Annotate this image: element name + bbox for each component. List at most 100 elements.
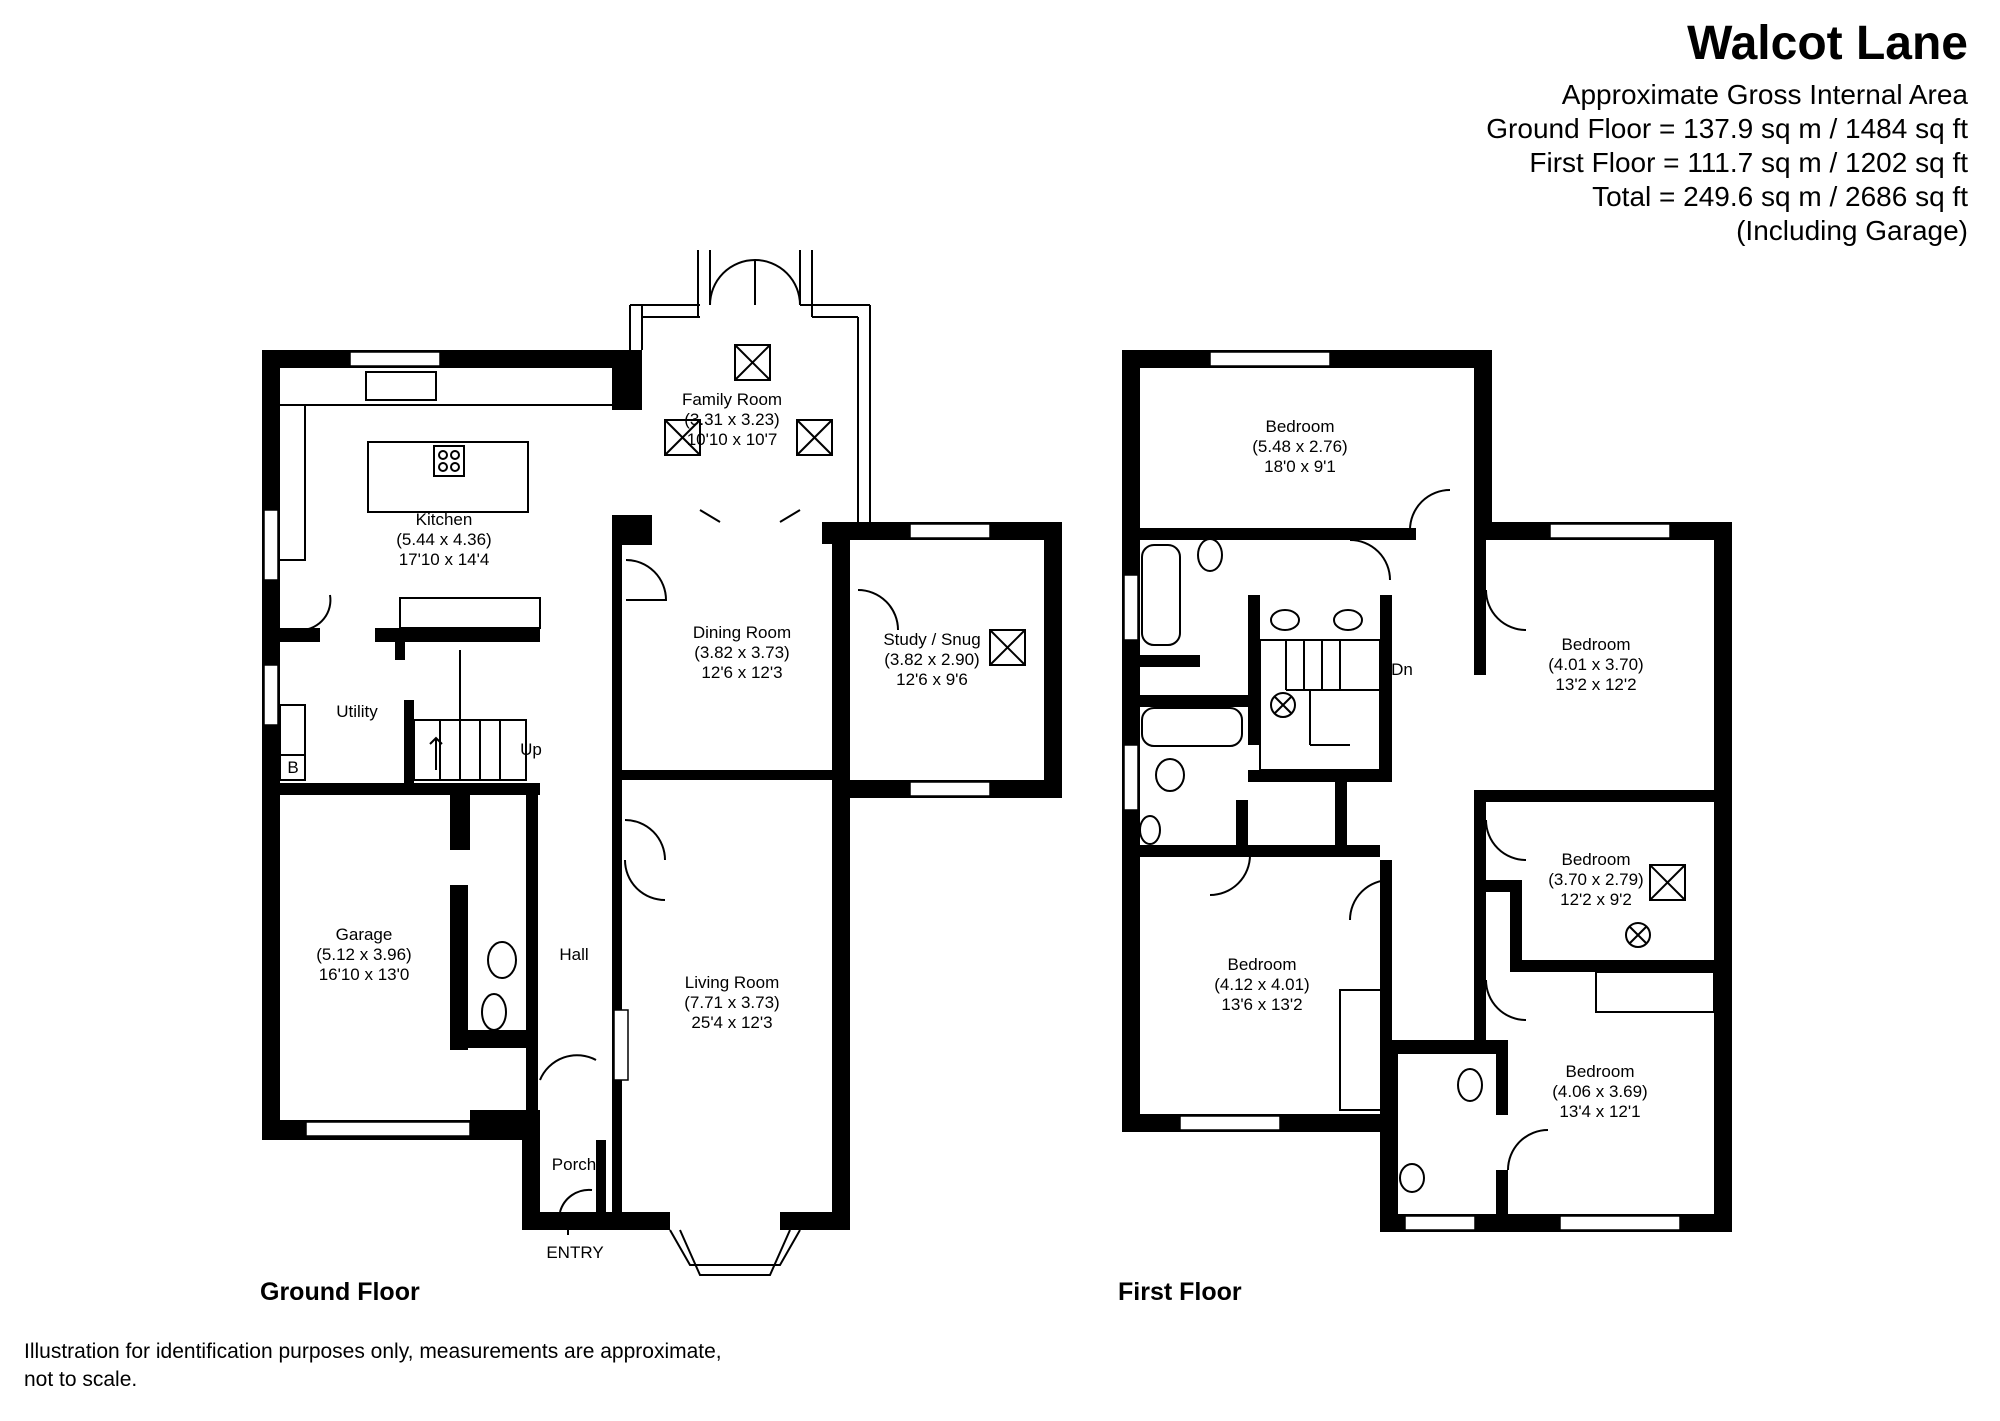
- window: [909, 523, 991, 539]
- wall: [1335, 782, 1347, 852]
- wall: [596, 1140, 606, 1220]
- first-floor-label: First Floor: [1118, 1278, 1242, 1306]
- wall: [1474, 790, 1486, 1020]
- wall: [1380, 1040, 1398, 1232]
- garage-name: Garage: [336, 925, 393, 944]
- door-swing: [857, 589, 899, 631]
- wall: [822, 522, 850, 544]
- wall: [1474, 1020, 1486, 1040]
- door-swing: [624, 819, 666, 861]
- staircase-up: [413, 650, 527, 781]
- utility-sink: [279, 704, 306, 756]
- dining-room-metric: (3.82 x 3.73): [694, 643, 789, 662]
- first-floor-plan: Bedroom (5.48 x 2.76) 18'0 x 9'1 Dn Bedr…: [1122, 350, 1732, 1232]
- bedroom-4-imperial: 13'6 x 13'2: [1221, 995, 1302, 1014]
- hob-icon: [433, 445, 465, 477]
- window: [1209, 351, 1331, 367]
- door-swing: [1485, 819, 1527, 861]
- toilet: [1155, 758, 1185, 792]
- sink: [365, 371, 437, 401]
- wall: [522, 1120, 540, 1230]
- wall: [1122, 525, 1140, 555]
- wall: [612, 770, 842, 780]
- wall: [395, 640, 405, 660]
- wall: [1236, 800, 1248, 855]
- study-metric: (3.82 x 2.90): [884, 650, 979, 669]
- door-swing: [1485, 979, 1527, 1021]
- rooflight: [796, 419, 833, 456]
- wall: [1474, 790, 1732, 802]
- door-swing: [559, 1188, 593, 1213]
- wall: [450, 1030, 530, 1048]
- wall: [1380, 860, 1392, 1040]
- bedroom-4-metric: (4.12 x 4.01): [1214, 975, 1309, 994]
- garage-imperial: 16'10 x 13'0: [319, 965, 410, 984]
- door-swing: [754, 259, 801, 306]
- wall: [262, 350, 280, 1140]
- family-room-imperial: 10'10 x 10'7: [687, 430, 778, 449]
- kitchen-metric: (5.44 x 4.36): [396, 530, 491, 549]
- wall: [1248, 770, 1392, 782]
- wall: [1510, 880, 1522, 972]
- wall: [450, 885, 468, 1050]
- wall: [280, 628, 320, 642]
- rooflight: [989, 629, 1026, 666]
- door-swing: [779, 509, 801, 523]
- door-swing: [1507, 1129, 1549, 1171]
- wall: [1496, 1040, 1508, 1115]
- wall: [1122, 350, 1140, 1132]
- fireplace: [613, 1009, 629, 1081]
- wall: [612, 540, 622, 1212]
- bathtub: [1141, 707, 1243, 747]
- wall: [1474, 535, 1486, 675]
- disclaimer-line-1: Illustration for identification purposes…: [24, 1340, 722, 1363]
- wall: [375, 628, 540, 642]
- stairs-up-label: Up: [520, 740, 542, 759]
- area-heading: Approximate Gross Internal Area: [1561, 79, 1968, 110]
- bedroom-2-metric: (4.01 x 3.70): [1548, 655, 1643, 674]
- dining-room-name: Dining Room: [693, 623, 791, 642]
- kitchen-name: Kitchen: [416, 510, 473, 529]
- family-room-name: Family Room: [682, 390, 782, 409]
- wardrobe: [1339, 989, 1386, 1111]
- bedroom-4-name: Bedroom: [1228, 955, 1297, 974]
- property-title: Walcot Lane: [1687, 17, 1968, 70]
- bedroom-1-name: Bedroom: [1266, 417, 1335, 436]
- porch-name: Porch: [552, 1155, 596, 1174]
- basin: [1399, 1163, 1425, 1193]
- wall: [1044, 522, 1062, 798]
- living-room-imperial: 25'4 x 12'3: [691, 1013, 772, 1032]
- bedroom-2-imperial: 13'2 x 12'2: [1555, 675, 1636, 694]
- study-name: Study / Snug: [883, 630, 980, 649]
- window: [263, 509, 279, 581]
- basin: [1333, 609, 1363, 631]
- garage-door: [305, 1121, 471, 1137]
- area-summary: Approximate Gross Internal Area Ground F…: [1486, 78, 1968, 248]
- door-swing: [1485, 589, 1527, 631]
- wall: [1248, 595, 1260, 745]
- door-swing: [1349, 879, 1391, 921]
- family-room-metric: (3.31 x 3.23): [684, 410, 779, 429]
- bedroom-5-metric: (4.06 x 3.69): [1552, 1082, 1647, 1101]
- bedroom-3-name: Bedroom: [1562, 850, 1631, 869]
- door-swing: [624, 859, 666, 901]
- staircase-down: [1259, 639, 1381, 771]
- wall: [1380, 595, 1392, 782]
- wall: [526, 790, 538, 1120]
- living-room-name: Living Room: [685, 973, 780, 992]
- wall: [450, 795, 470, 850]
- wall: [1714, 522, 1732, 1232]
- bedroom-1-imperial: 18'0 x 9'1: [1264, 457, 1336, 476]
- basin: [1270, 609, 1300, 631]
- wall: [832, 522, 850, 798]
- door-swing: [625, 559, 668, 601]
- door-swing: [1409, 489, 1451, 531]
- door-swing: [1209, 854, 1251, 896]
- door-swing: [1349, 539, 1391, 581]
- area-note: (Including Garage): [1736, 215, 1968, 246]
- window: [263, 664, 279, 726]
- wall: [835, 990, 847, 1080]
- entry-arrow: [561, 1213, 575, 1222]
- rooflight: [1649, 864, 1686, 901]
